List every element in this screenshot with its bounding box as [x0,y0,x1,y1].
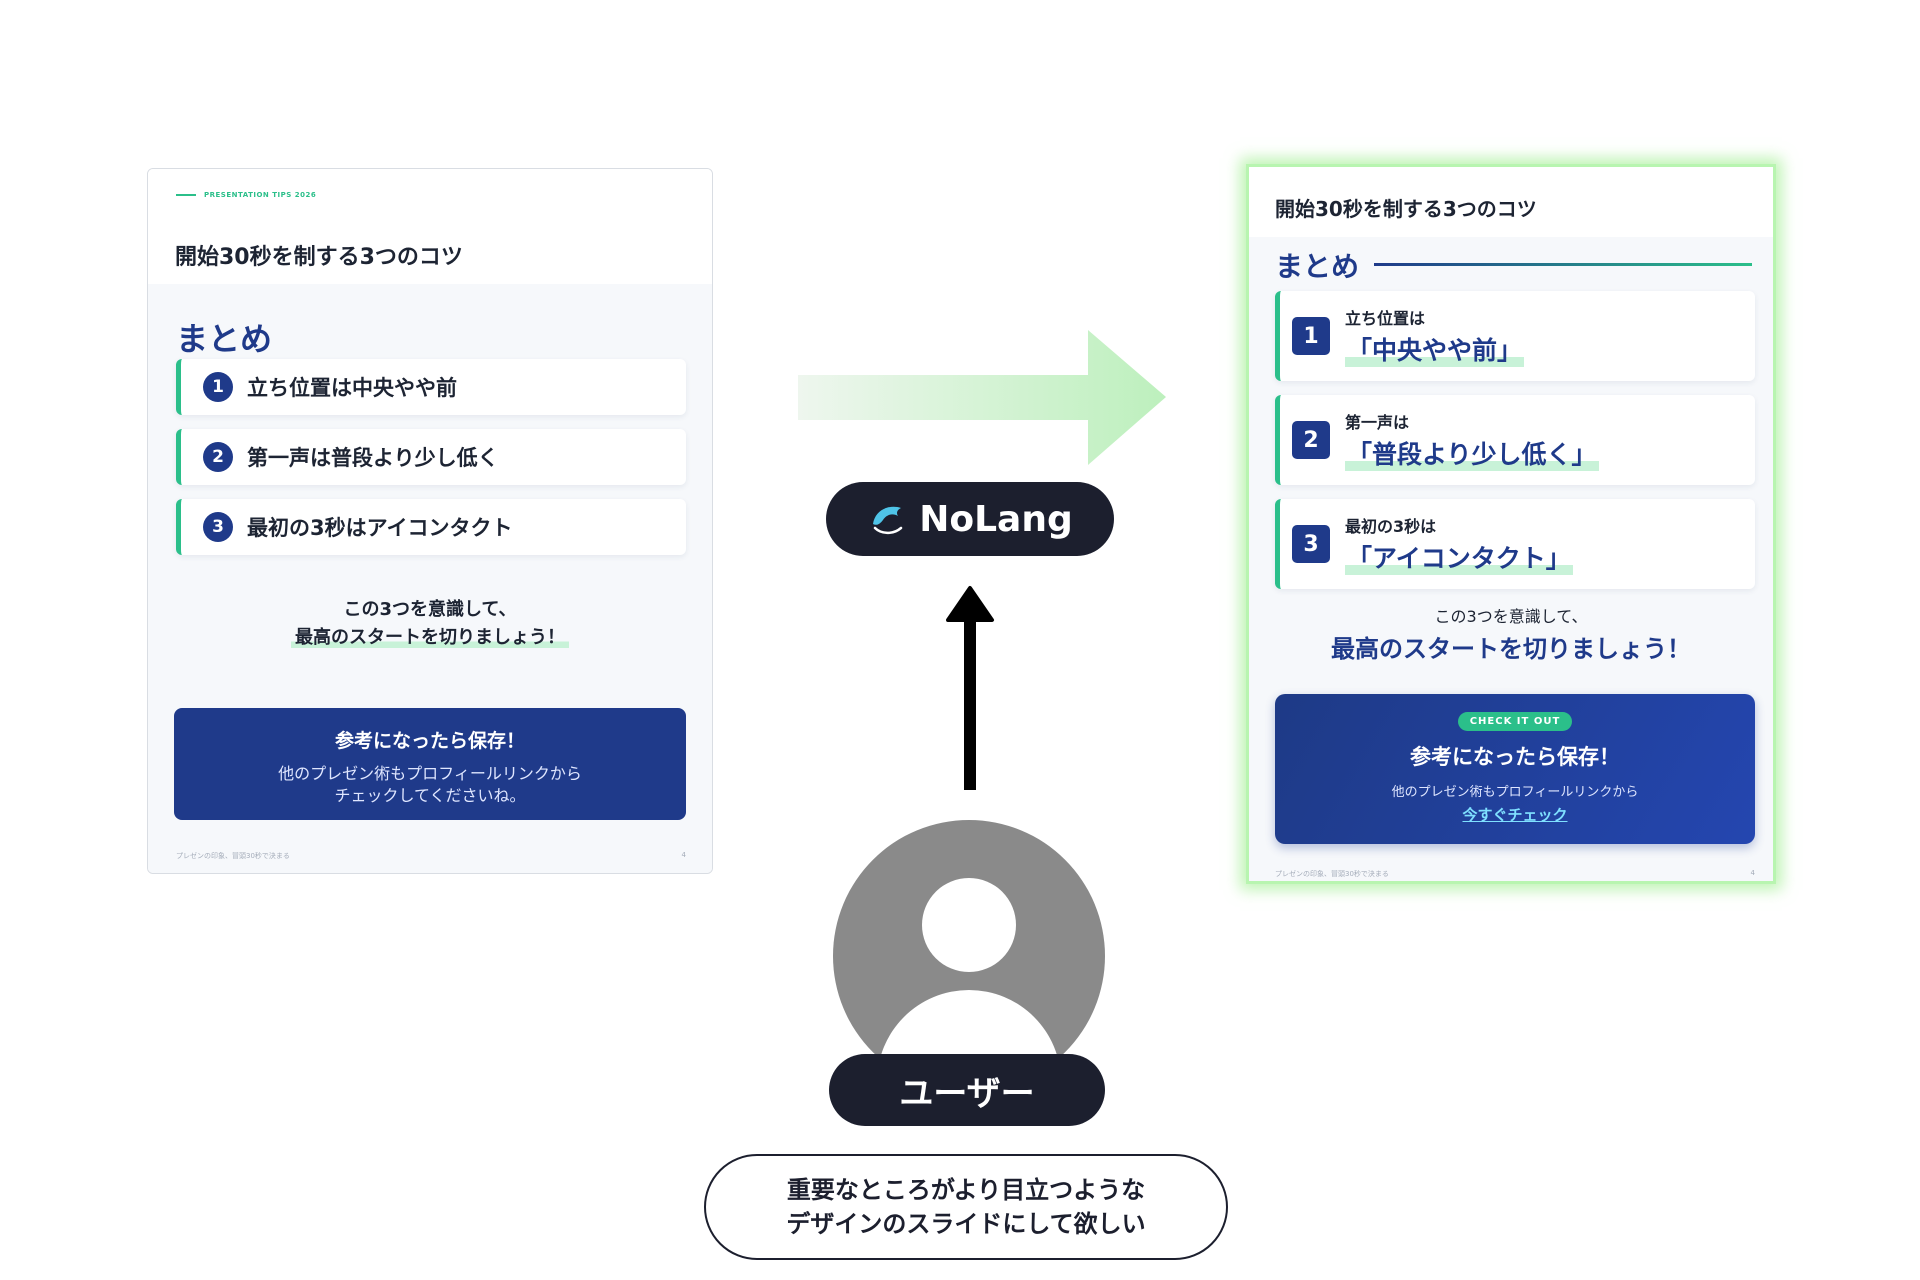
tip-highlight: 「アイコンタクト」 [1345,539,1573,575]
request-line-1: 重要なところがより目立つような [786,1176,1146,1204]
tip-number-badge: 2 [203,442,233,472]
before-slide-footer: プレゼンの印象、冒頭30秒で決まる 4 [176,851,686,861]
closing-line-2: 最高のスタートを切りましょう！ [291,627,569,648]
footer-caption: プレゼンの印象、冒頭30秒で決まる [176,852,290,860]
kicker-text: PRESENTATION TIPS 2026 [204,191,317,199]
tip-number-badge: 1 [1292,317,1330,355]
nolang-badge: NoLang [826,482,1114,556]
request-line-2: デザインのスライドにして欲しい [786,1210,1146,1238]
before-tip-item: 1 立ち位置は中央やや前 [176,359,686,415]
tip-text: 最初の3秒はアイコンタクト [247,516,513,540]
user-request-bubble: 重要なところがより目立つような デザインのスライドにして欲しい [704,1154,1228,1260]
after-cta-box: CHECK IT OUT 参考になったら保存！ 他のプレゼン術もプロフィールリン… [1275,694,1755,844]
footer-page-number: 4 [1750,869,1755,877]
heading-rule [1374,263,1752,266]
tip-text: 立ち位置は中央やや前 [247,376,457,400]
tip-highlight: 「中央やや前」 [1345,331,1525,367]
cta-title: 参考になったら保存！ [1410,745,1620,769]
footer-caption: プレゼンの印象、冒頭30秒で決まる [1275,870,1389,878]
cta-line-1: 他のプレゼン術もプロフィールリンクから [278,764,582,783]
before-slide-body: まとめ 1 立ち位置は中央やや前 2 第一声は普段より少し低く 3 最初の3秒は… [148,284,712,873]
user-label: ユーザー [829,1054,1105,1126]
tip-label: 最初の3秒は [1345,517,1437,536]
arrow-up-icon [946,586,994,790]
before-slide-heading: まとめ [176,320,273,358]
footer-page-number: 4 [681,851,686,859]
after-tip-item: 1 立ち位置は 「中央やや前」 [1275,291,1755,381]
before-cta-box: 参考になったら保存！ 他のプレゼン術もプロフィールリンクから チェックしてくださ… [174,708,686,820]
tip-highlight: 「普段より少し低く」 [1345,435,1599,471]
cta-line-1: 他のプレゼン術もプロフィールリンクから [1391,785,1639,800]
before-tip-item: 2 第一声は普段より少し低く [176,429,686,485]
tip-text: 第一声は普段より少し低く [247,446,499,470]
before-slide: PRESENTATION TIPS 2026 開始30秒を制する3つのコツ まと… [147,168,713,874]
cta-title: 参考になったら保存！ [334,730,525,752]
before-slide-header: PRESENTATION TIPS 2026 開始30秒を制する3つのコツ [148,169,712,284]
cta-link: 今すぐチェック [1462,806,1568,824]
after-closing-line-1: この3つを意識して、 [1434,607,1588,626]
after-tip-item: 3 最初の3秒は 「アイコンタクト」 [1275,499,1755,589]
check-it-out-badge: CHECK IT OUT [1457,712,1573,731]
after-slide: 開始30秒を制する3つのコツ まとめ 1 立ち位置は 「中央やや前」 2 第一声… [1246,164,1776,884]
before-closing-message: この3つを意識して、 最高のスタートを切りましょう！ [148,596,712,652]
tip-number-badge: 3 [203,512,233,542]
kicker-bar [176,194,196,196]
before-slide-title: 開始30秒を制する3つのコツ [175,245,463,270]
tip-label: 立ち位置は [1345,309,1426,328]
transform-arrow-icon [798,330,1166,465]
after-slide-footer: プレゼンの印象、冒頭30秒で決まる 4 [1275,869,1755,879]
user-avatar-icon [833,820,1105,1092]
after-slide-body: まとめ 1 立ち位置は 「中央やや前」 2 第一声は 「普段より少し低く」 3 … [1249,237,1773,881]
tip-label: 第一声は [1345,413,1410,432]
tip-number-badge: 3 [1292,525,1330,563]
before-tip-item: 3 最初の3秒はアイコンタクト [176,499,686,555]
after-slide-title: 開始30秒を制する3つのコツ [1275,197,1537,221]
after-slide-heading: まとめ [1275,250,1360,283]
before-slide-kicker: PRESENTATION TIPS 2026 [176,191,316,199]
after-closing-line-2: 最高のスタートを切りましょう！ [1331,635,1691,663]
tip-number-badge: 1 [203,372,233,402]
cta-line-2: チェックしてくださいね。 [334,786,526,805]
closing-line-1: この3つを意識して、 [343,599,517,620]
tip-number-badge: 2 [1292,421,1330,459]
app-name: NoLang [919,498,1073,540]
dolphin-logo-icon [873,506,903,535]
after-tip-item: 2 第一声は 「普段より少し低く」 [1275,395,1755,485]
